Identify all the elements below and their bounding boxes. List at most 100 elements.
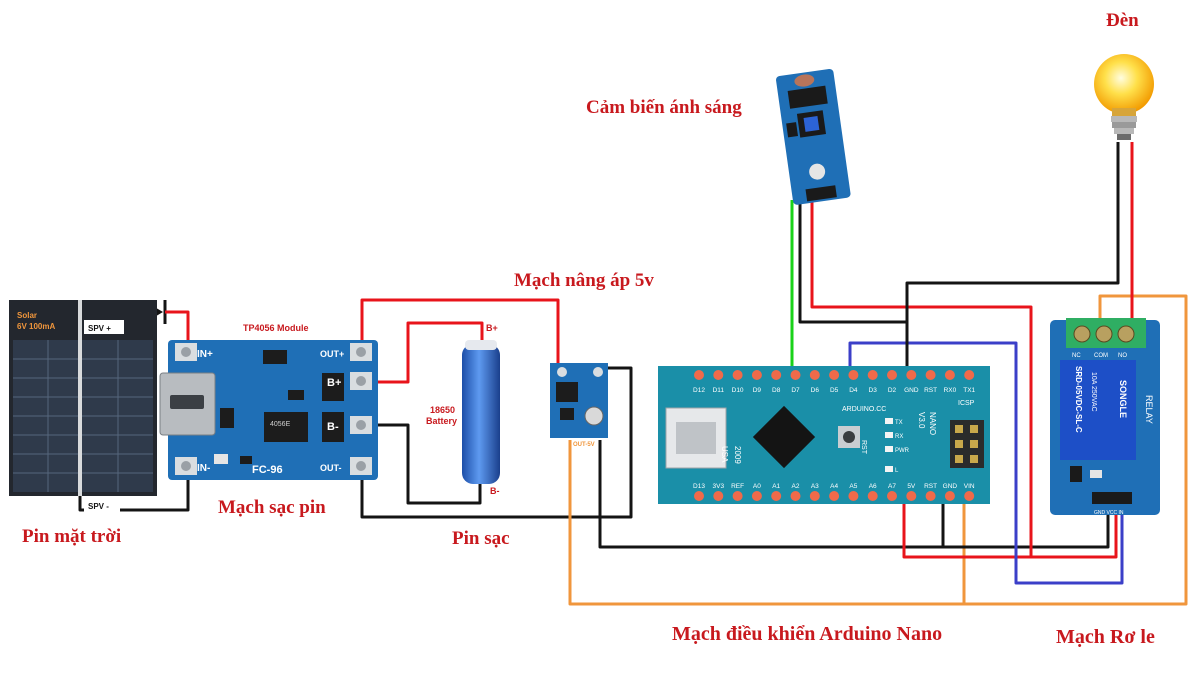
wire-out-plus-boost bbox=[360, 298, 560, 372]
tp4056-chip: 4056E bbox=[270, 421, 291, 428]
arduino-top-pin-pad bbox=[751, 370, 762, 380]
arduino-top-pin-label: D4 bbox=[849, 387, 858, 394]
arduino-top-pin-label: RST bbox=[924, 387, 937, 394]
arduino-top-pin-label: D9 bbox=[753, 387, 762, 394]
wire-sensor-gnd bbox=[798, 200, 909, 372]
relay-ratings: 10A 250VAC bbox=[1090, 372, 1097, 412]
tp4056-out-plus: OUT+ bbox=[320, 349, 344, 359]
arduino-top-pin-label: D5 bbox=[830, 387, 839, 394]
arduino-led-l: L bbox=[895, 468, 899, 474]
relay-model: SRD-05VDC-SL-C bbox=[1074, 366, 1083, 433]
arduino-bottom-pin-pad bbox=[713, 491, 724, 501]
arduino-bottom-pin-label: D13 bbox=[693, 483, 705, 490]
arduino-nano: USA RST ICSP ARDUINO.CC NANO V3.0 2009 T… bbox=[658, 366, 990, 504]
light-sensor-module bbox=[776, 68, 851, 205]
arduino-bottom-pin-label: A7 bbox=[888, 483, 896, 490]
arduino-top-pin-label: D12 bbox=[693, 387, 705, 394]
wire-boost-gnd bbox=[598, 440, 1110, 549]
arduino-bottom-pin-label: GND bbox=[943, 483, 958, 490]
solar-label-1: Solar bbox=[17, 311, 37, 320]
arduino-top-pin-pad bbox=[964, 370, 975, 380]
arduino-top-pin-pad bbox=[809, 370, 820, 380]
wire-out-minus-boost bbox=[360, 366, 633, 519]
arduino-led-tx: TX bbox=[895, 420, 903, 426]
wire-diode-to-in-plus bbox=[165, 310, 190, 348]
wire-arduino-5v bbox=[902, 490, 1118, 559]
caption-relay: Mạch Rơ le bbox=[1056, 626, 1155, 648]
battery-18650: B+ B- 18650 Battery bbox=[426, 323, 500, 496]
arduino-top-pin-pad bbox=[906, 370, 917, 380]
arduino-bottom-pin-pad bbox=[944, 491, 955, 501]
arduino-top-pin-pad bbox=[887, 370, 897, 380]
arduino-bottom-pin-label: 5V bbox=[907, 483, 916, 490]
tp4056-module: TP4056 Module 4056E IN+ IN- OUT+ B+ B- O… bbox=[159, 323, 378, 480]
arduino-bottom-pin-pad bbox=[964, 491, 975, 501]
caption-battery: Pin sạc bbox=[452, 528, 510, 549]
caption-arduino: Mạch điều khiển Arduino Nano bbox=[672, 623, 943, 645]
arduino-bottom-pin-pad bbox=[694, 491, 704, 501]
arduino-bottom-pin-label: A4 bbox=[830, 483, 838, 490]
arduino-top-pin-label: D2 bbox=[888, 387, 897, 394]
relay-module: NC COM NO SRD-05VDC-SL-C 10A 250VAC SONG… bbox=[1050, 318, 1160, 516]
arduino-bottom-pin-pad bbox=[732, 491, 743, 501]
tp4056-b-plus: B+ bbox=[327, 377, 341, 389]
arduino-bottom-pin-pad bbox=[906, 491, 917, 501]
solar-panel: Solar 6V 100mA SPV + SPV - bbox=[9, 300, 157, 512]
arduino-top-pin-pad bbox=[829, 370, 840, 380]
arduino-bottom-pin-pad bbox=[809, 491, 820, 501]
arduino-bottom-pin-pad bbox=[925, 491, 936, 501]
arduino-bottom-pin-label: A1 bbox=[772, 483, 780, 490]
battery-name-2: Battery bbox=[426, 416, 457, 426]
arduino-top-pin-label: RX0 bbox=[944, 387, 957, 394]
arduino-top-pin-label: TX1 bbox=[963, 387, 975, 394]
wire-bminus-battery bbox=[362, 423, 482, 505]
solar-label-2: 6V 100mA bbox=[17, 322, 55, 331]
arduino-top-pin-pad bbox=[694, 370, 704, 380]
arduino-brand: ARDUINO.CC bbox=[842, 406, 886, 413]
wire-relay-com-orange bbox=[964, 294, 1188, 606]
wire-solar-negative bbox=[78, 470, 190, 512]
arduino-led-rx: RX bbox=[895, 434, 903, 440]
arduino-bottom-pin-label: A5 bbox=[849, 483, 857, 490]
caption-charger: Mạch sạc pin bbox=[218, 497, 326, 518]
arduino-top-pin-pad bbox=[732, 370, 743, 380]
arduino-top-pin-label: D8 bbox=[772, 387, 781, 394]
tp4056-b-minus: B- bbox=[327, 421, 339, 433]
arduino-top-pin-label: D6 bbox=[811, 387, 820, 394]
battery-plus: B+ bbox=[486, 323, 498, 333]
arduino-bottom-pin-label: A3 bbox=[811, 483, 819, 490]
relay-term-nc: NC bbox=[1072, 353, 1081, 359]
arduino-bottom-pin-pad bbox=[848, 491, 859, 501]
battery-minus: B- bbox=[490, 486, 500, 496]
arduino-top-pin-pad bbox=[944, 370, 955, 380]
arduino-top-pin-pad bbox=[790, 370, 801, 380]
arduino-bottom-pin-label: RST bbox=[924, 483, 937, 490]
tp4056-in-minus: IN- bbox=[197, 463, 210, 474]
tp4056-title: TP4056 Module bbox=[243, 323, 309, 333]
arduino-bottom-pin-label: VIN bbox=[964, 483, 975, 490]
relay-brand: SONGLE bbox=[1118, 380, 1128, 418]
arduino-bottom-pin-label: REF bbox=[731, 483, 744, 490]
tp4056-model: FC-96 bbox=[252, 464, 283, 476]
wire-bplus-battery bbox=[362, 321, 484, 384]
arduino-top-pin-label: D7 bbox=[791, 387, 800, 394]
arduino-top-pin-label: D3 bbox=[869, 387, 878, 394]
arduino-bottom-pin-pad bbox=[829, 491, 840, 501]
wire-d4-relay-in bbox=[848, 341, 1124, 585]
arduino-top-pin-label: D11 bbox=[713, 387, 725, 394]
battery-name-1: 18650 bbox=[430, 405, 455, 415]
relay-term-no: NO bbox=[1118, 353, 1127, 359]
arduino-bottom-pin-label: A0 bbox=[753, 483, 761, 490]
relay-title: RELAY bbox=[1144, 395, 1154, 424]
arduino-top-pin-label: GND bbox=[904, 387, 919, 394]
arduino-top-pin-pad bbox=[848, 370, 859, 380]
arduino-model-1: NANO bbox=[928, 412, 937, 435]
caption-solar: Pin mặt trời bbox=[22, 526, 122, 547]
arduino-bottom-pin-label: A6 bbox=[869, 483, 877, 490]
arduino-top-pin-label: D10 bbox=[732, 387, 744, 394]
tp4056-in-plus: IN+ bbox=[197, 349, 213, 360]
arduino-bottom-pin-pad bbox=[867, 491, 878, 501]
arduino-bottom-pin-pad bbox=[771, 491, 782, 501]
arduino-model-2: V3.0 bbox=[917, 412, 926, 429]
tp4056-out-minus: OUT- bbox=[320, 463, 342, 473]
